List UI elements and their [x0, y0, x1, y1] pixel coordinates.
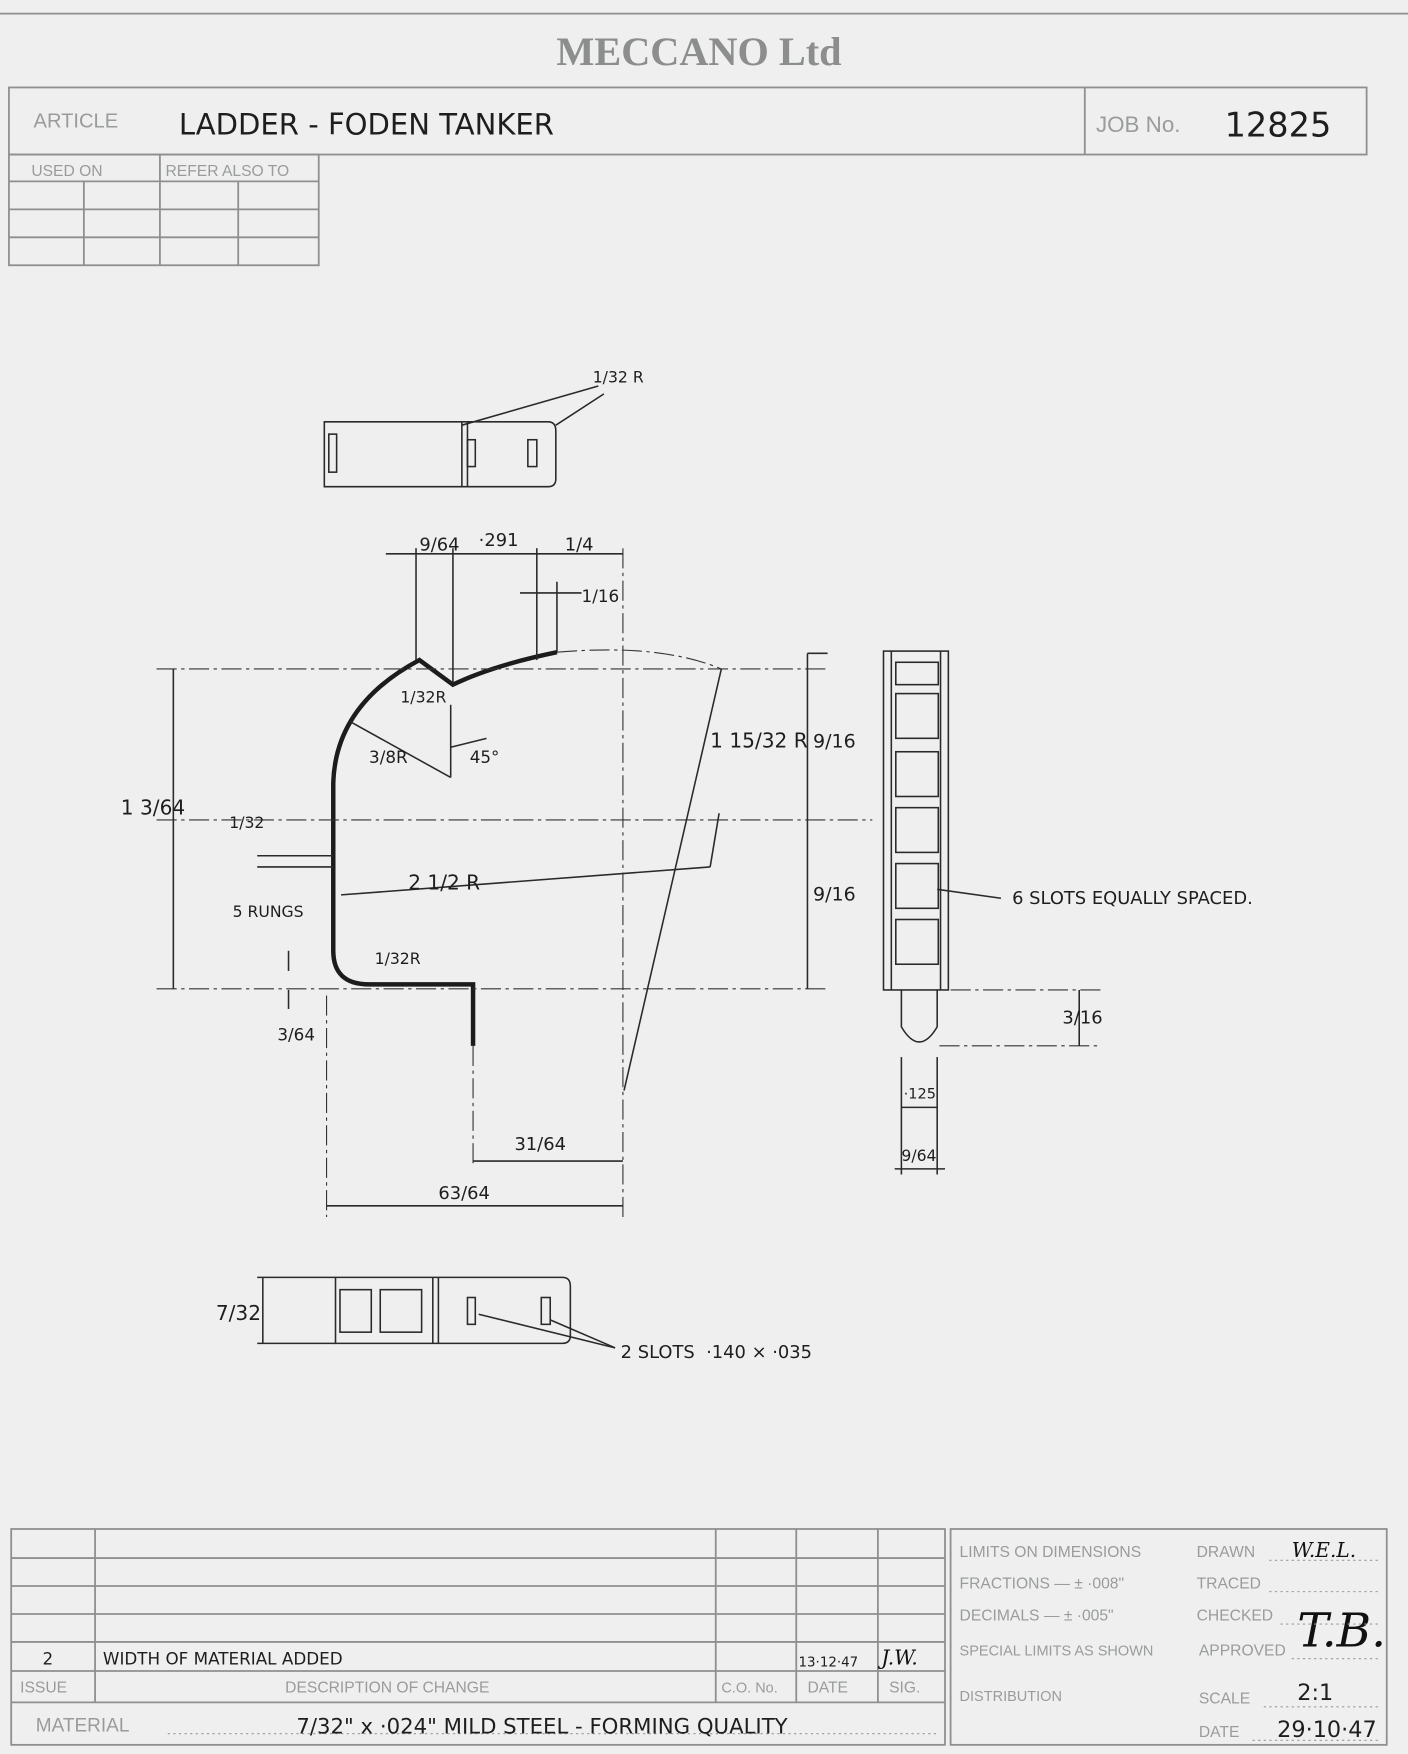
dim-label: 9/16: [813, 883, 856, 905]
dim-label: 9/16: [813, 730, 856, 752]
co-no-header: C.O. No.: [721, 1680, 777, 1696]
change-date: 13·12·47: [799, 1656, 859, 1671]
dim-label: 6 SLOTS EQUALLY SPACED.: [1012, 888, 1253, 909]
used-on-label: USED ON: [31, 163, 102, 180]
dim-label: 1/4: [565, 534, 594, 555]
limits-title: LIMITS ON DIMENSIONS: [960, 1544, 1142, 1561]
change-issue: 2: [42, 1648, 53, 1668]
change-signature: J.W.: [877, 1645, 917, 1669]
material-value: 7/32" x ·024" MILD STEEL - FORMING QUALI…: [296, 1715, 788, 1740]
limits-decimals: DECIMALS — ± ·005": [960, 1608, 1114, 1625]
dim-label: 3/64: [277, 1024, 315, 1044]
side-view-profile: [156, 548, 873, 1217]
dim-label: 7/32: [216, 1301, 261, 1325]
bottom-view: [257, 1276, 616, 1349]
used-on-table: USED ON REFER ALSO TO: [8, 153, 320, 267]
signoff-block: LIMITS ON DIMENSIONS FRACTIONS — ± ·008"…: [949, 1528, 1388, 1746]
scale-value: 2:1: [1297, 1680, 1333, 1706]
end-view: [882, 650, 1102, 1175]
scale-label: SCALE: [1199, 1690, 1250, 1707]
dim-label: 1/32: [229, 813, 264, 832]
dim-label: 5 RUNGS: [233, 902, 304, 921]
top-view: [323, 385, 605, 488]
dim-label: 9/64: [419, 534, 459, 555]
checked-label: CHECKED: [1197, 1608, 1273, 1625]
drawn-signature: W.E.L.: [1292, 1538, 1356, 1562]
company-name: MECCANO Ltd: [556, 29, 841, 74]
sheet-date: 29·10·47: [1277, 1717, 1377, 1743]
approved-signature: T.B.: [1297, 1603, 1386, 1658]
description-header: DESCRIPTION OF CHANGE: [285, 1679, 489, 1696]
traced-label: TRACED: [1197, 1575, 1261, 1592]
change-record-block: 2 WIDTH OF MATERIAL ADDED 13·12·47 J.W. …: [10, 1528, 946, 1746]
article-label: ARTICLE: [34, 111, 119, 133]
dim-label: 2 SLOTS ·140 × ·035: [621, 1342, 812, 1363]
limits-special: SPECIAL LIMITS AS SHOWN: [960, 1643, 1154, 1659]
dim-label: 45°: [470, 747, 500, 767]
drawn-label: DRAWN: [1197, 1544, 1256, 1561]
approved-label: APPROVED: [1199, 1642, 1286, 1659]
dim-label: 3/16: [1062, 1008, 1102, 1029]
dim-label: 1/16: [582, 586, 620, 606]
dim-label: 63/64: [438, 1183, 490, 1204]
title-block-top: MECCANO Ltd ARTICLE LADDER - FODEN TANKE…: [0, 12, 1408, 156]
dim-label: 1/32R: [375, 949, 421, 968]
refer-also-label: REFER ALSO TO: [166, 163, 290, 180]
dim-label: 1 15/32 R: [710, 728, 808, 752]
article-title: LADDER - FODEN TANKER: [179, 107, 554, 141]
job-number: 12825: [1225, 106, 1332, 145]
dim-label: 1 3/64: [121, 795, 185, 819]
dim-label: ·291: [479, 530, 519, 551]
dim-label: 31/64: [514, 1134, 566, 1155]
change-description: WIDTH OF MATERIAL ADDED: [103, 1648, 343, 1668]
date-label: DATE: [1199, 1724, 1240, 1741]
dim-label: ·125: [904, 1086, 936, 1102]
issue-header: ISSUE: [20, 1679, 67, 1696]
dim-label: 1/32R: [400, 688, 446, 707]
dim-label: 9/64: [901, 1146, 936, 1165]
dim-label: 2 1/2 R: [408, 870, 480, 894]
dimension-labels: 1/32 R 9/64 ·291 1/4 1/16 1/32R 3/8R 45°…: [121, 368, 1253, 1363]
dim-label: 1/32 R: [593, 368, 644, 387]
job-label: JOB No.: [1096, 112, 1181, 137]
distribution-label: DISTRIBUTION: [960, 1689, 1062, 1705]
material-label: MATERIAL: [36, 1715, 130, 1736]
sig-header: SIG.: [889, 1679, 920, 1696]
dim-label: 3/8R: [369, 747, 408, 767]
date-header: DATE: [807, 1679, 848, 1696]
limits-fractions: FRACTIONS — ± ·008": [960, 1575, 1125, 1592]
